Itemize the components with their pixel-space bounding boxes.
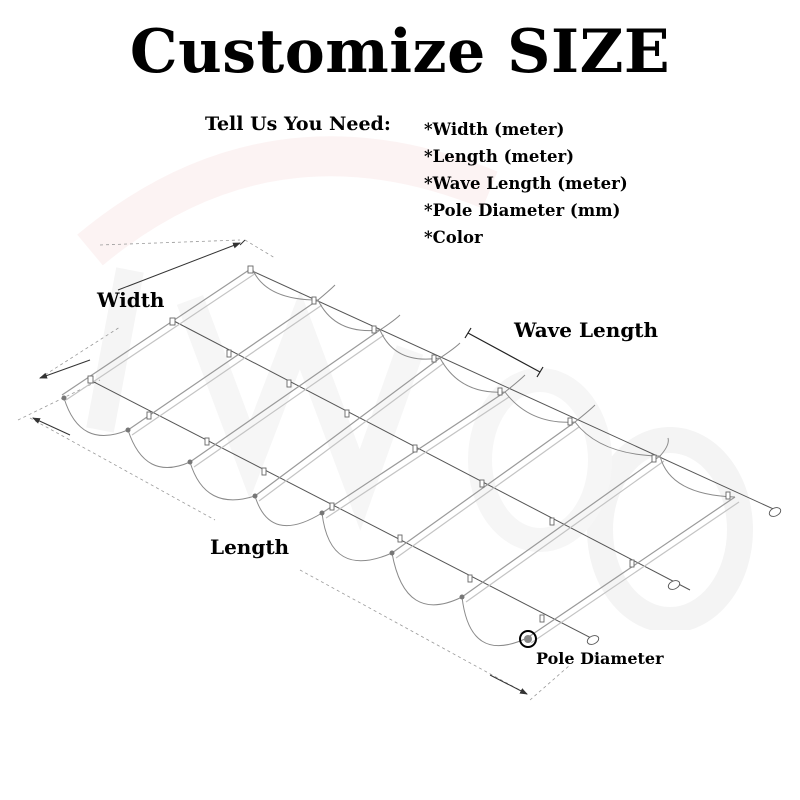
pole-diameter-marker (519, 630, 537, 648)
wave-length-label: Wave Length (514, 318, 659, 342)
requirements-list: *Width (meter) *Length (meter) *Wave Len… (424, 116, 628, 251)
requirement-color: *Color (424, 228, 483, 247)
wave-length-dimension (464, 327, 544, 378)
poles (61, 267, 740, 644)
pole-diameter-label: Pole Diameter (536, 649, 664, 668)
cable-anchors (586, 507, 782, 645)
cables (89, 269, 781, 641)
page-title: Customize SIZE (129, 17, 671, 87)
length-label: Length (210, 535, 290, 559)
requirement-width: *Width (meter) (424, 120, 565, 139)
width-label: Width (97, 288, 165, 312)
cable-clips (87, 265, 731, 623)
requirement-length: *Length (meter) (424, 147, 575, 166)
width-dimension (39, 239, 276, 379)
pole-ends (61, 395, 465, 600)
fabric-waves (63, 267, 736, 647)
requirements-label: Tell Us You Need: (205, 113, 391, 135)
requirement-pole-diameter: *Pole Diameter (mm) (424, 201, 621, 220)
requirement-wave-length: *Wave Length (meter) (424, 174, 628, 193)
length-dimension (17, 379, 571, 701)
